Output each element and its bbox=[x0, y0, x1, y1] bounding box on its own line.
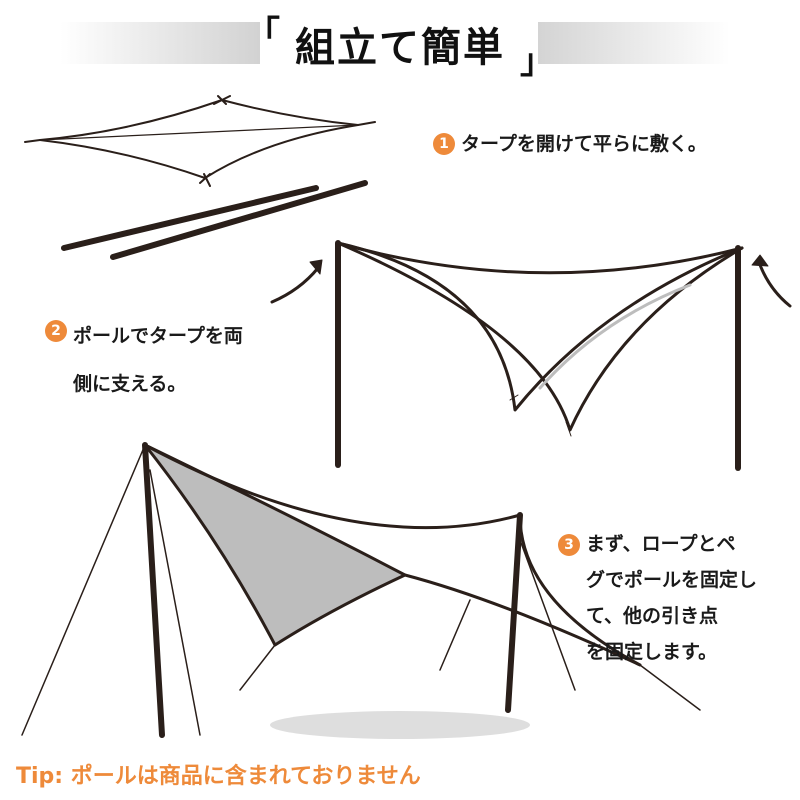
step-2-number-badge: 2 bbox=[45, 320, 67, 342]
tip-note: Tip: ポールは商品に含まれておりません bbox=[16, 764, 421, 789]
banner-gradient-left bbox=[60, 22, 260, 64]
step-2-text: ポールでタープを両 側に支える。 bbox=[73, 325, 243, 395]
step-1: 1 タープを開けて平らに敷く。 bbox=[433, 125, 707, 163]
step-3-text: まず、ロープとペ グでポールを固定し て、他の引き点 を固定します。 bbox=[586, 533, 758, 663]
page-title: 組立て簡単 bbox=[262, 14, 538, 74]
step-3: 3 まず、ロープとペ グでポールを固定し て、他の引き点 を固定します。 bbox=[558, 526, 757, 670]
header-banner: 組立て簡単 「 」 bbox=[0, 0, 800, 90]
flat-tarp-drawing bbox=[24, 95, 376, 187]
banner-gradient-right bbox=[530, 22, 730, 64]
step-1-text: タープを開けて平らに敷く。 bbox=[461, 133, 707, 155]
poles-drawing bbox=[61, 180, 368, 260]
tarp-on-poles-drawing bbox=[270, 240, 792, 471]
pitched-tarp-drawing bbox=[21, 442, 701, 738]
ground-shadow bbox=[270, 711, 530, 739]
title-bracket-open: 「 bbox=[246, 14, 280, 54]
title-bracket-close: 」 bbox=[520, 42, 554, 82]
step-3-number-badge: 3 bbox=[558, 534, 580, 556]
step-2: 2 ポールでタープを両 側に支える。 bbox=[45, 312, 243, 408]
step-1-number-badge: 1 bbox=[433, 133, 455, 155]
